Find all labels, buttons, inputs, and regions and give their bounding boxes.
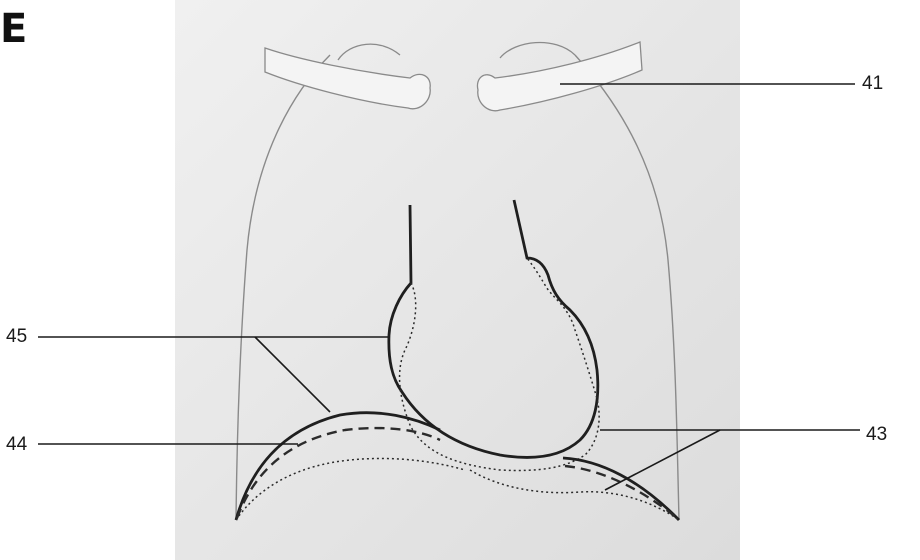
callout-label-43: 43 xyxy=(866,424,887,446)
callout-label-41: 41 xyxy=(862,73,883,95)
callout-label-45: 45 xyxy=(6,326,27,348)
panel-letter: E xyxy=(0,6,27,52)
callout-label-44: 44 xyxy=(6,434,27,456)
